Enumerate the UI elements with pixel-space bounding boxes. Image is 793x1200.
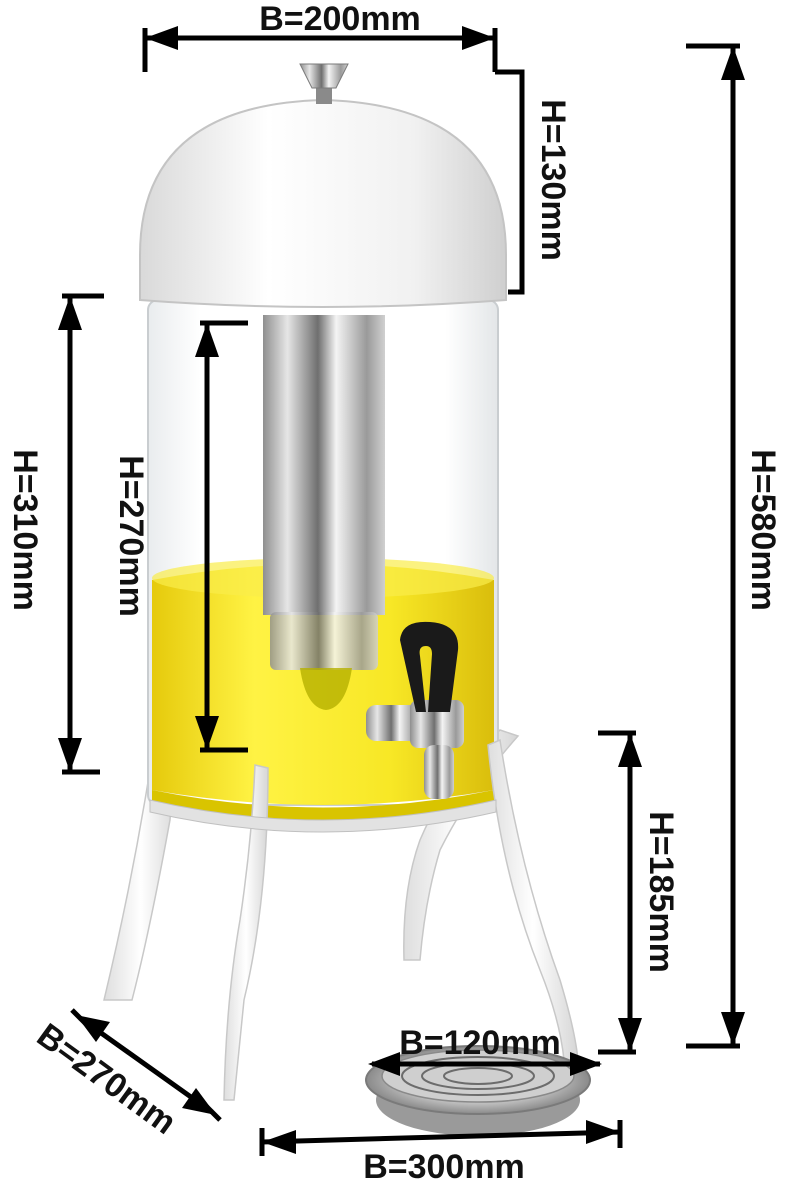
tap-handle [400, 621, 459, 712]
label-tap-height: H=185mm [642, 811, 680, 973]
dim-base-width: B=300mm [259, 1120, 623, 1186]
label-total-height: H=580mm [744, 449, 782, 611]
ice-tube-bottom [270, 612, 378, 670]
dome-lid [139, 98, 507, 308]
beverage-dispenser [103, 63, 591, 1136]
dim-tap-height: H=185mm [598, 730, 680, 1055]
dispensing-tap [366, 621, 464, 799]
dim-base-depth: B=270mm [30, 1008, 222, 1142]
label-top-width: B=200mm [259, 0, 421, 38]
dim-total-height: H=580mm [686, 43, 782, 1049]
dim-lid-height: H=130mm [495, 69, 572, 295]
dim-drip-tray-width: B=120mm [368, 1024, 602, 1076]
glass-base [152, 790, 494, 823]
label-base-width: B=300mm [363, 1148, 525, 1186]
label-container-height: H=310mm [6, 449, 44, 611]
stand-leg-front-right [487, 738, 579, 1061]
label-drip-tray-width: B=120mm [399, 1024, 561, 1062]
stand-leg-front-left [223, 764, 269, 1101]
dim-container-height: H=310mm [6, 293, 104, 775]
lid-knob [299, 63, 349, 89]
stand-ring [149, 799, 497, 833]
label-lid-height: H=130mm [534, 99, 572, 261]
dim-top-width: B=200mm [142, 0, 498, 72]
label-tube-height: H=270mm [112, 455, 150, 617]
dim-tube-height: H=270mm [112, 320, 248, 753]
ice-tube [263, 315, 385, 615]
ice-tube-cone [300, 668, 352, 710]
